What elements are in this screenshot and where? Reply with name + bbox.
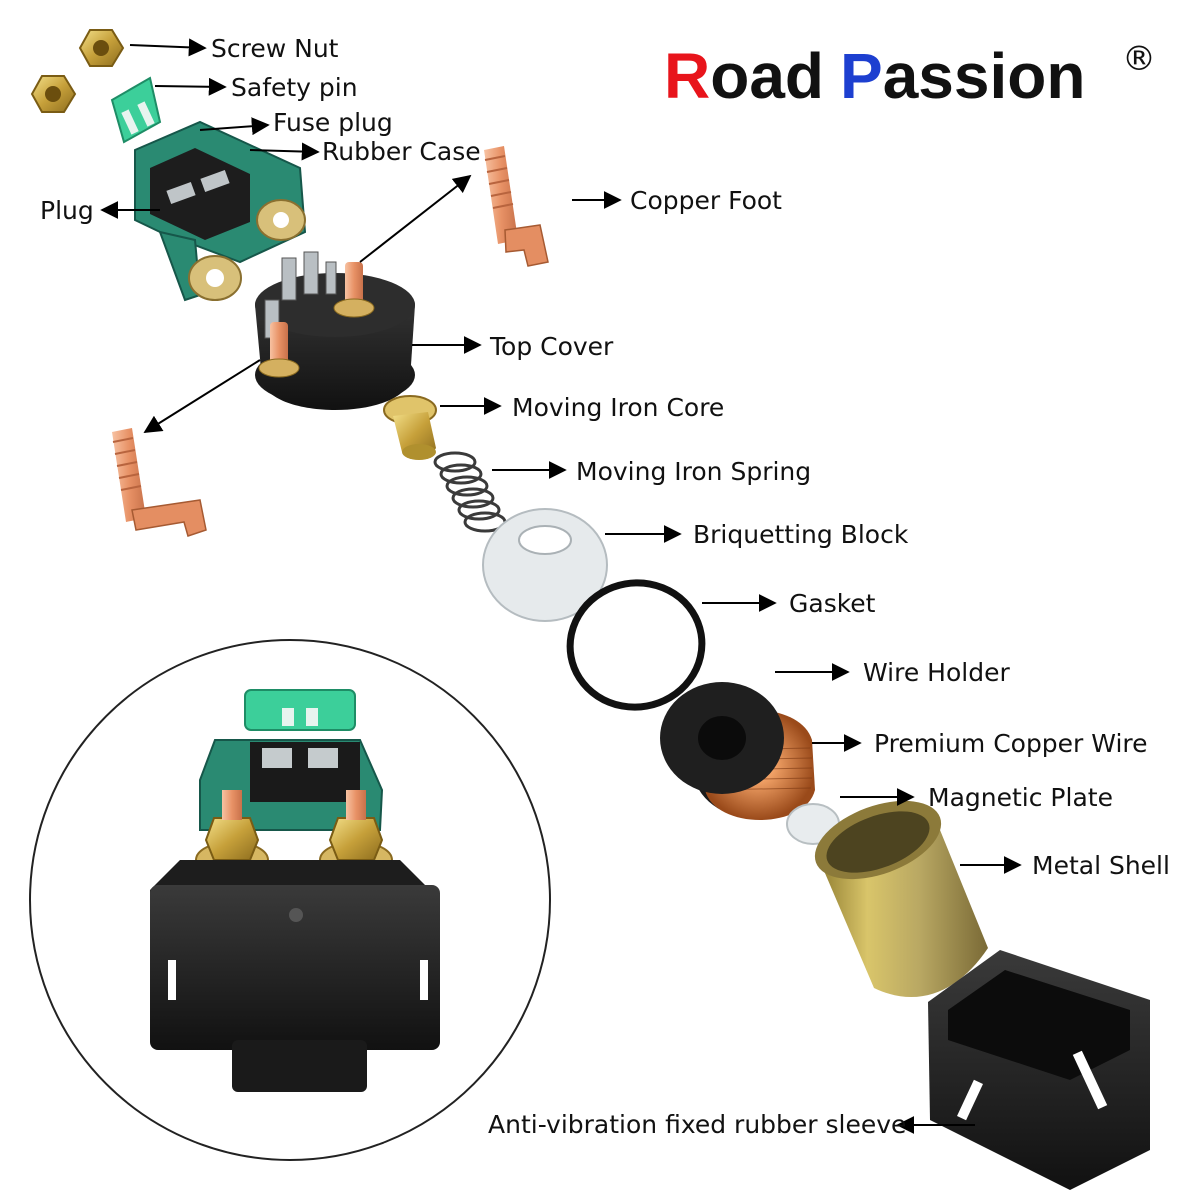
gasket-image — [566, 579, 706, 711]
label-gasket: Gasket — [789, 589, 876, 618]
label-moving-iron-spring: Moving Iron Spring — [576, 457, 811, 486]
label-copper-foot: Copper Foot — [630, 186, 782, 215]
label-plug: Plug — [40, 196, 94, 225]
brand-word-assion: assion — [883, 40, 1086, 112]
label-top-cover: Top Cover — [489, 332, 614, 361]
brand-word-oad: oad — [710, 40, 824, 112]
callout-arrows — [100, 38, 1022, 1134]
brand-initial-r: R — [664, 40, 710, 112]
top-cover-image — [255, 251, 415, 410]
label-metal-shell: Metal Shell — [1032, 851, 1170, 880]
copper-foot-image-right — [484, 146, 549, 267]
rubber-case-image — [134, 120, 307, 302]
fuse-image — [110, 76, 162, 144]
screw-nut-image — [30, 29, 125, 113]
label-rubber-sleeve: Anti-vibration fixed rubber sleeve — [488, 1110, 906, 1139]
label-briquetting-block: Briquetting Block — [693, 520, 909, 549]
moving-iron-core-image — [383, 395, 437, 460]
wire-holder-image — [660, 682, 815, 820]
metal-shell-image — [814, 800, 988, 998]
copper-foot-image-left — [112, 428, 207, 537]
label-premium-copper-wire: Premium Copper Wire — [874, 729, 1148, 758]
briquetting-block-image — [482, 508, 608, 622]
label-rubber-case: Rubber Case — [322, 137, 481, 166]
label-wire-holder: Wire Holder — [863, 658, 1010, 687]
part-labels: Screw Nut Safety pin Fuse plug Rubber Ca… — [40, 34, 1170, 1139]
label-fuse-plug: Fuse plug — [273, 108, 393, 137]
label-moving-iron-core: Moving Iron Core — [512, 393, 724, 422]
registered-mark: ® — [1122, 39, 1156, 79]
brand-initial-p: P — [840, 40, 883, 112]
rubber-sleeve-image — [928, 950, 1150, 1190]
label-safety-pin: Safety pin — [231, 73, 358, 102]
label-screw-nut: Screw Nut — [211, 34, 339, 63]
assembled-solenoid-inset — [29, 639, 551, 1161]
moving-iron-spring-image — [433, 451, 507, 533]
label-magnetic-plate: Magnetic Plate — [928, 783, 1113, 812]
